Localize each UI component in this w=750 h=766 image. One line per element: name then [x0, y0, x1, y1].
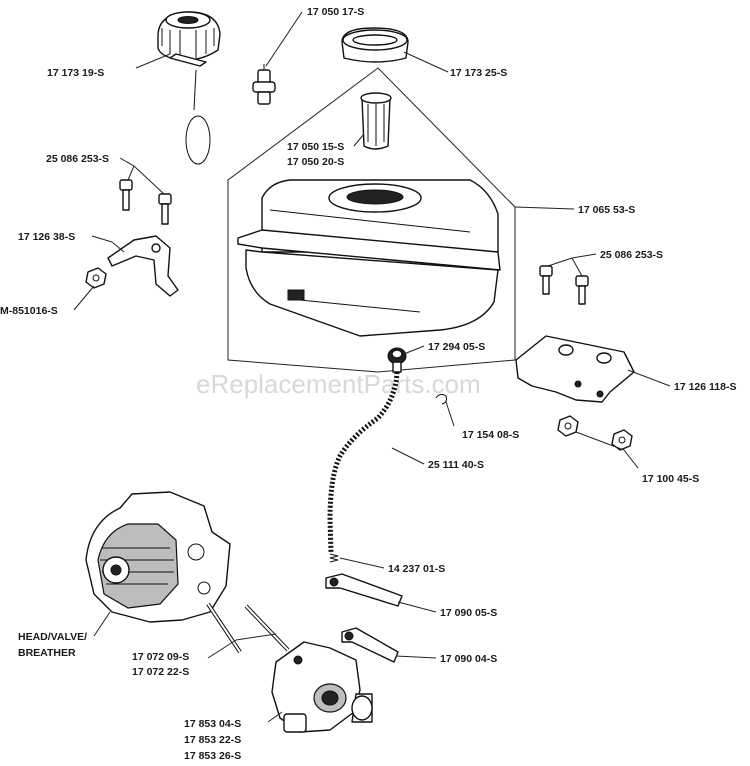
- leader-lines: [73, 11, 671, 723]
- bolt-left-1[interactable]: [119, 179, 133, 211]
- label-bolt-left: 25 086 253-S: [46, 153, 109, 165]
- label-bolt-right: 25 086 253-S: [600, 249, 663, 261]
- vent-valve[interactable]: [252, 64, 276, 105]
- label-lever-b: 17 090 04-S: [440, 653, 497, 665]
- bolt-left-2[interactable]: [158, 193, 172, 225]
- stud-2[interactable]: [244, 604, 290, 652]
- stud-1[interactable]: [206, 602, 242, 654]
- label-nuts-right: 17 100 45-S: [642, 473, 699, 485]
- nut-left[interactable]: [85, 267, 107, 289]
- label-fuel-fitting: 17 294 05-S: [428, 341, 485, 353]
- label-tank-cap: 17 173 25-S: [450, 67, 507, 79]
- label-head-line1: HEAD/VALVE/: [18, 631, 87, 643]
- cylinder-head[interactable]: [85, 491, 231, 623]
- label-clamp: 17 154 08-S: [462, 429, 519, 441]
- lever-a[interactable]: [325, 573, 403, 607]
- tank-cap[interactable]: [341, 27, 409, 63]
- spring[interactable]: [329, 553, 339, 563]
- label-vent-valve: 17 050 17-S: [307, 6, 364, 18]
- label-spring: 14 237 01-S: [388, 563, 445, 575]
- label-studs-a: 17 072 09-S: [132, 651, 189, 663]
- label-bracket-left: 17 126 38-S: [18, 231, 75, 243]
- bolt-right-2[interactable]: [575, 275, 589, 305]
- label-fuel-tank: 17 065 53-S: [578, 204, 635, 216]
- lever-b[interactable]: [341, 627, 399, 663]
- fuel-filter[interactable]: [360, 92, 392, 150]
- label-nut-left: M-851016-S: [0, 305, 58, 317]
- bracket-left[interactable]: [107, 235, 179, 297]
- bolt-right-1[interactable]: [539, 265, 553, 295]
- label-filter-a: 17 050 15-S: [287, 141, 344, 153]
- fuel-tank[interactable]: [237, 179, 501, 337]
- label-fuel-line: 25 111 40-S: [428, 459, 484, 471]
- fuel-line[interactable]: [327, 371, 400, 553]
- label-filter-b: 17 050 20-S: [287, 156, 344, 168]
- label-head-line2: BREATHER: [18, 647, 76, 659]
- label-fuel-cap-assembly: 17 173 19-S: [47, 67, 104, 79]
- fuel-cap-with-tether[interactable]: [157, 11, 221, 165]
- label-carb-c: 17 853 26-S: [184, 750, 241, 762]
- bracket-right[interactable]: [515, 335, 635, 403]
- watermark-text: eReplacementParts.com: [196, 369, 481, 399]
- hose-clamp[interactable]: [435, 393, 447, 405]
- carburetor[interactable]: [271, 641, 373, 733]
- nut-right-2[interactable]: [611, 429, 633, 451]
- label-lever-a: 17 090 05-S: [440, 607, 497, 619]
- label-carb-b: 17 853 22-S: [184, 734, 241, 746]
- label-carb-a: 17 853 04-S: [184, 718, 241, 730]
- part-labels: 17 173 19-S 17 050 17-S 17 173 25-S 17 0…: [0, 6, 736, 762]
- nut-right-1[interactable]: [557, 415, 579, 437]
- label-bracket-right: 17 126 118-S: [674, 381, 736, 393]
- label-studs-b: 17 072 22-S: [132, 666, 189, 678]
